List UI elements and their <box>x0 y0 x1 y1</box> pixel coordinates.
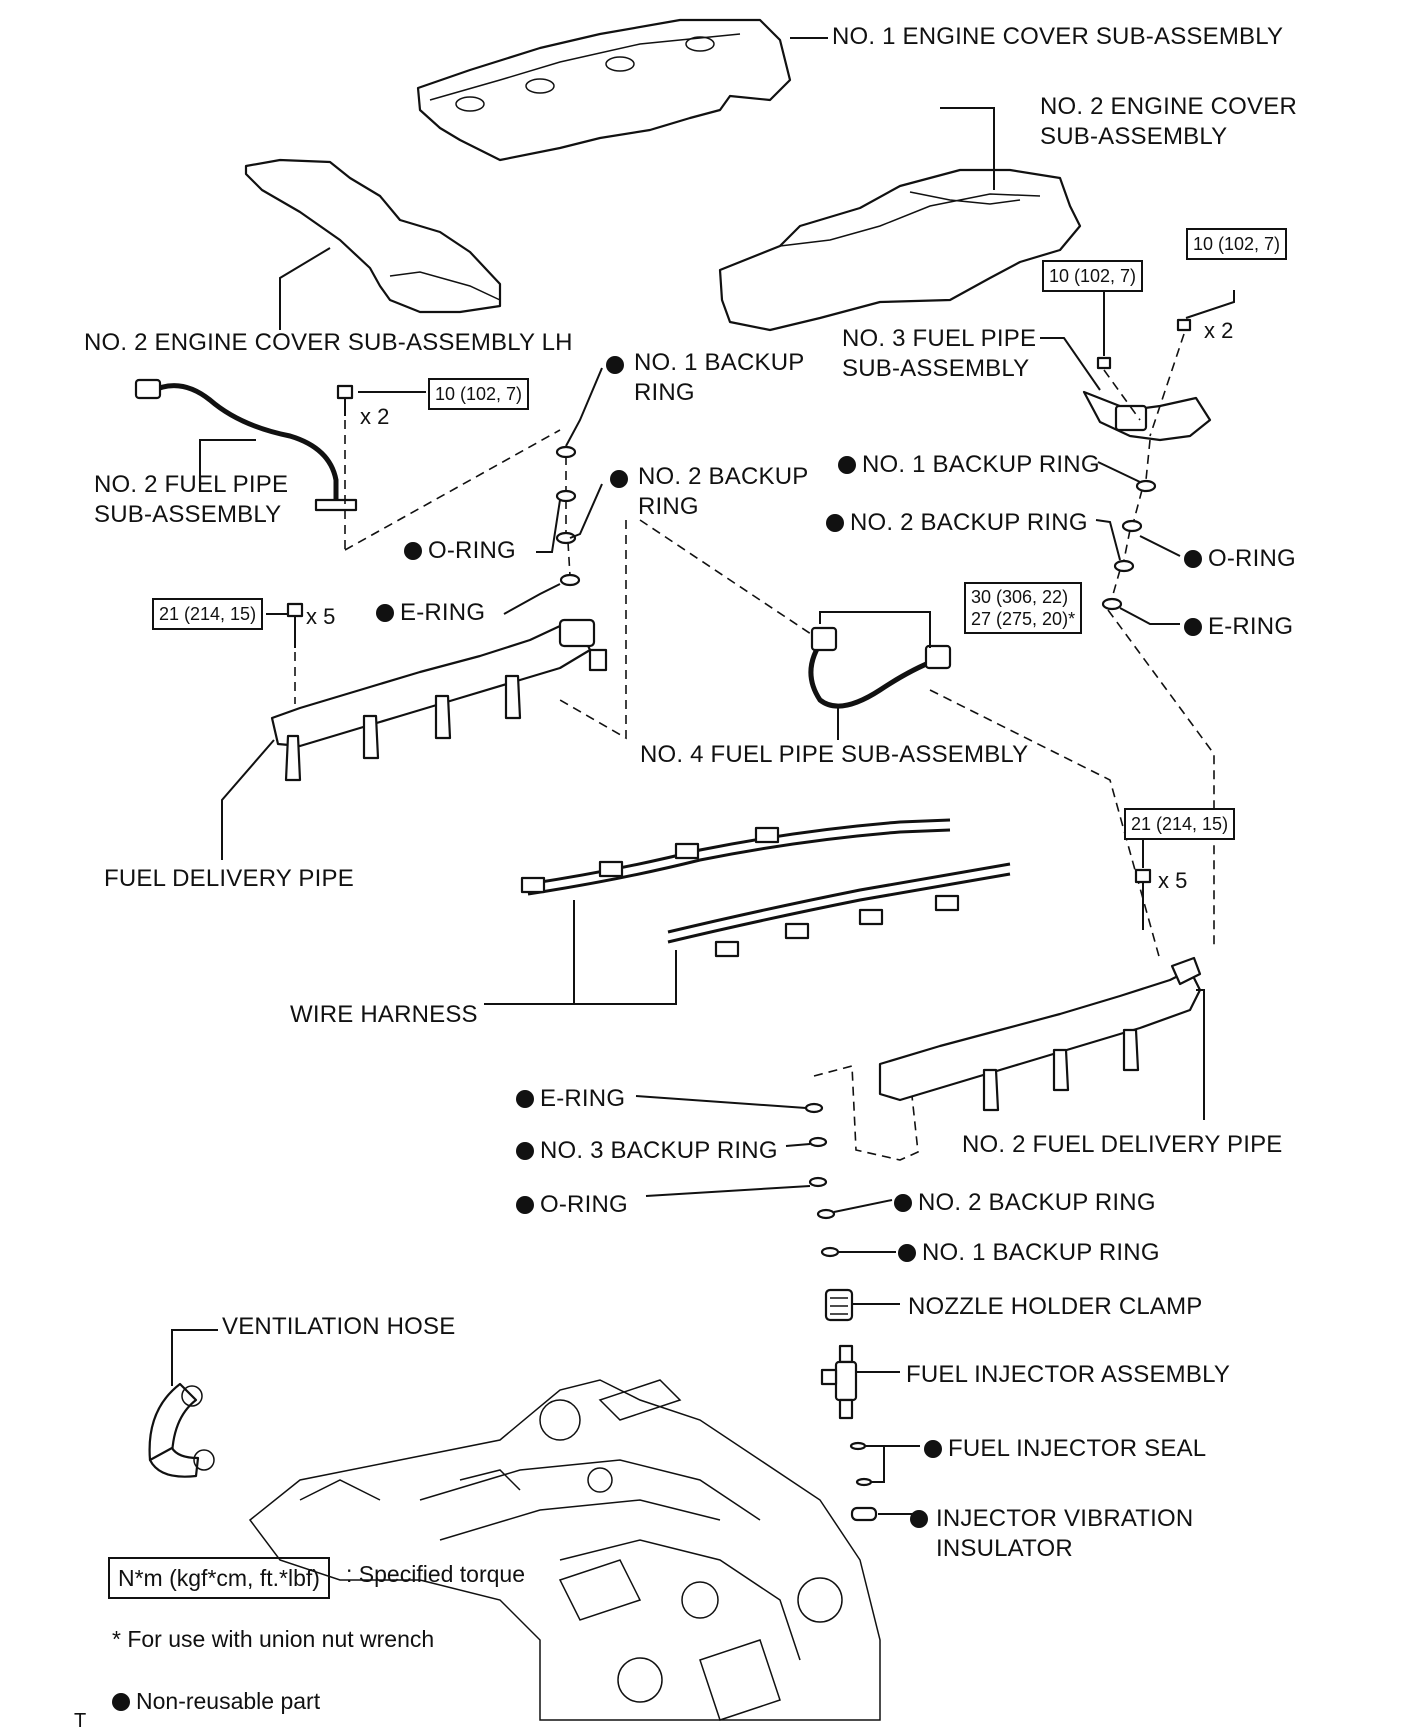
right-e-ring-label: E-RING <box>1184 612 1293 642</box>
non-reusable-dot-icon <box>826 514 844 532</box>
fuel-injector-drawing <box>820 1344 858 1420</box>
lower-o-ring-label: O-RING <box>516 1190 628 1220</box>
non-reusable-dot-icon <box>516 1142 534 1160</box>
torque-delivery-pipe-right: 21 (214, 15) <box>1124 808 1236 840</box>
fuel-pipe-2-drawing <box>134 378 358 512</box>
nozzle-holder-clamp-drawing <box>824 1288 854 1322</box>
lower-e-ring-label: E-RING <box>516 1084 625 1114</box>
non-reusable-dot-icon <box>1184 550 1202 568</box>
fuel-delivery-pipe-label: FUEL DELIVERY PIPE <box>104 865 354 892</box>
left-e-ring-label: E-RING <box>376 598 485 628</box>
non-reusable-dot-icon <box>924 1440 942 1458</box>
engine-cover-1-drawing <box>416 18 792 162</box>
non-reusable-dot-icon <box>894 1194 912 1212</box>
legend-torque-box: N*m (kgf*cm, ft.*lbf) <box>108 1557 330 1599</box>
fuel-delivery-pipe-drawing <box>270 618 608 782</box>
non-reusable-dot-icon <box>910 1510 928 1528</box>
left-fuel-pipe-bolt-drawing <box>336 384 354 416</box>
lower-backup-ring-2-label: NO. 2 BACKUP RING <box>894 1188 1156 1218</box>
ventilation-hose-drawing <box>148 1382 215 1478</box>
legend-union-nut-note: * For use with union nut wrench <box>112 1626 435 1652</box>
qty-fuel-pipe-3-bolts: x 2 <box>1204 318 1234 343</box>
qty-delivery-pipe-left-bolts: x 5 <box>306 604 336 629</box>
fuel-delivery-pipe-2-drawing <box>878 956 1202 1112</box>
legend-non-reusable: Non-reusable part <box>112 1688 320 1715</box>
torque-fuel-pipe-3-b: 10 (102, 7) <box>1186 228 1288 260</box>
engine-cover-1-label: NO. 1 ENGINE COVER SUB-ASSEMBLY <box>832 23 1284 50</box>
non-reusable-dot-icon <box>838 456 856 474</box>
qty-left-fuel-pipe-bolts: x 2 <box>360 404 390 429</box>
right-backup-ring-2-label: NO. 2 BACKUP RING <box>826 508 1088 538</box>
qty-delivery-pipe-right-bolts: x 5 <box>1158 868 1188 893</box>
torque-fuel-pipe-3-a: 10 (102, 7) <box>1042 260 1144 292</box>
non-reusable-dot-icon <box>516 1090 534 1108</box>
non-reusable-dot-icon <box>376 604 394 622</box>
fuel-pipe-4-drawing <box>808 626 952 709</box>
engine-cover-2-drawing <box>718 168 1082 332</box>
left-o-ring-label: O-RING <box>404 536 516 566</box>
non-reusable-dot-icon <box>404 542 422 560</box>
right-backup-ring-1-label: NO. 1 BACKUP RING <box>838 450 1100 480</box>
fuel-injector-seal-label: FUEL INJECTOR SEAL <box>924 1434 1206 1464</box>
fuel-pipe-2-label: NO. 2 FUEL PIPE SUB-ASSEMBLY <box>94 471 289 528</box>
torque-fuel-pipe-4-line1: 30 (306, 22) <box>971 587 1069 607</box>
fuel-pipe-3-label: NO. 3 FUEL PIPE SUB-ASSEMBLY <box>842 325 1037 382</box>
lower-backup-ring-1-label: NO. 1 BACKUP RING <box>898 1238 1160 1268</box>
corner-mark: T <box>74 1710 87 1732</box>
fuel-pipe-3-drawing <box>1082 390 1212 442</box>
injector-vibration-insulator-label: INJECTOR VIBRATION INSULATOR <box>910 1504 1193 1564</box>
non-reusable-dot-icon <box>606 356 624 374</box>
fuel-injector-assembly-label: FUEL INJECTOR ASSEMBLY <box>906 1361 1231 1388</box>
fuel-pipe-4-label: NO. 4 FUEL PIPE SUB-ASSEMBLY <box>640 741 1029 768</box>
ventilation-hose-label: VENTILATION HOSE <box>222 1313 456 1340</box>
engine-cover-2-lh-drawing <box>244 158 502 314</box>
non-reusable-dot-icon <box>516 1196 534 1214</box>
non-reusable-dot-icon <box>610 470 628 488</box>
non-reusable-dot-icon <box>898 1244 916 1262</box>
delivery-pipe-right-bolt-drawing <box>1134 868 1152 930</box>
non-reusable-dot-icon <box>112 1693 130 1711</box>
wire-harness-drawing <box>520 818 1011 958</box>
fuel-delivery-pipe-2-label: NO. 2 FUEL DELIVERY PIPE <box>962 1131 1283 1158</box>
engine-cover-2-label: NO. 2 ENGINE COVER SUB-ASSEMBLY <box>1040 93 1297 150</box>
torque-left-fuel-pipe: 10 (102, 7) <box>428 378 530 410</box>
nozzle-holder-clamp-label: NOZZLE HOLDER CLAMP <box>908 1293 1203 1320</box>
delivery-pipe-left-bolt-drawing <box>286 602 304 648</box>
torque-fuel-pipe-4: 30 (306, 22) 27 (275, 20)* <box>964 582 1083 634</box>
non-reusable-dot-icon <box>1184 618 1202 636</box>
right-o-ring-label: O-RING <box>1184 544 1296 574</box>
engine-block-drawing <box>248 1379 881 1721</box>
lower-backup-ring-3-label: NO. 3 BACKUP RING <box>516 1136 778 1166</box>
torque-delivery-pipe-left: 21 (214, 15) <box>152 598 264 630</box>
engine-cover-2-lh-label: NO. 2 ENGINE COVER SUB-ASSEMBLY LH <box>84 329 573 356</box>
legend-torque-text: : Specified torque <box>346 1561 526 1587</box>
wire-harness-label: WIRE HARNESS <box>290 1001 478 1028</box>
torque-fuel-pipe-4-line2: 27 (275, 20)* <box>971 609 1076 629</box>
